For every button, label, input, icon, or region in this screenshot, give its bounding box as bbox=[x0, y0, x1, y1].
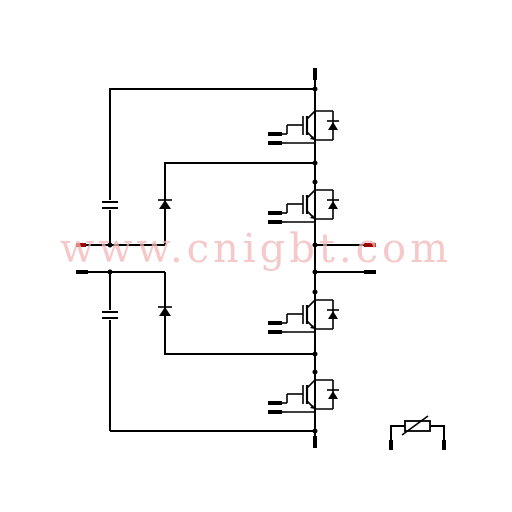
igbt-t2 bbox=[266, 179, 341, 229]
igbt-t4 bbox=[266, 369, 341, 434]
neutral-point-wiring bbox=[76, 242, 165, 275]
upper-clamp-diode bbox=[157, 160, 318, 245]
igbt-icon bbox=[266, 101, 341, 150]
igbt-icon bbox=[266, 290, 341, 339]
upper-capacitor-loop bbox=[101, 88, 315, 245]
capacitor-icon bbox=[101, 201, 119, 209]
diode-icon bbox=[157, 199, 173, 210]
igbt-t3 bbox=[266, 289, 341, 339]
lower-capacitor-loop bbox=[101, 272, 315, 432]
diode-icon bbox=[157, 306, 173, 317]
output-node bbox=[312, 242, 376, 275]
igbt-icon bbox=[266, 370, 341, 419]
lower-clamp-diode bbox=[157, 272, 318, 357]
igbt-t1 bbox=[266, 86, 341, 150]
capacitor-icon bbox=[101, 311, 119, 319]
igbt-icon bbox=[266, 180, 341, 229]
ntc-thermistor bbox=[389, 415, 446, 450]
